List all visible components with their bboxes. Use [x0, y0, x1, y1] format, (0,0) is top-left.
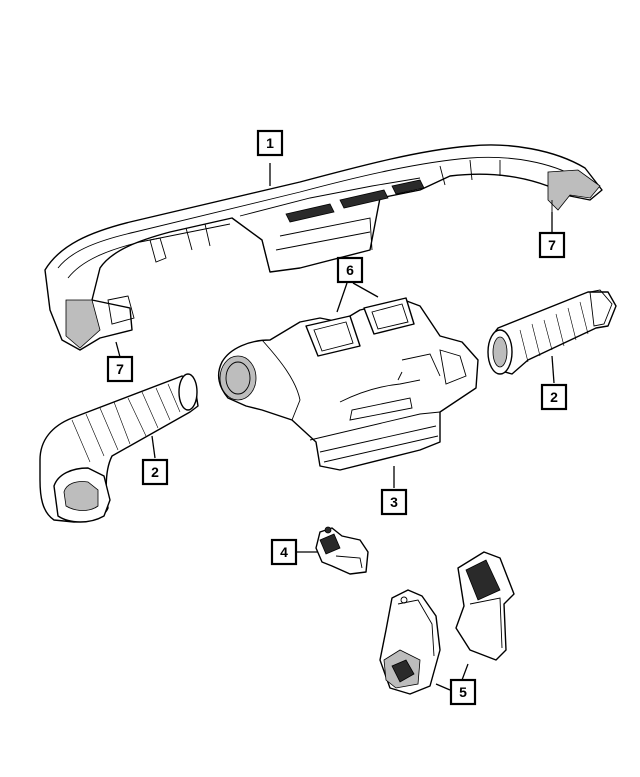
callout-1-label: 1 — [266, 135, 274, 151]
callout-4: 4 — [270, 538, 298, 566]
callout-5: 5 — [449, 678, 477, 706]
callout-4-label: 4 — [280, 544, 288, 560]
callout-5-label: 5 — [459, 684, 467, 700]
part-1-panel-duct — [44, 144, 603, 351]
part-3-center-duct — [217, 297, 479, 471]
callout-2-left: 2 — [141, 458, 169, 486]
callout-7-left-label: 7 — [116, 361, 124, 377]
callout-6: 6 — [336, 256, 364, 284]
part-5-lower-ducts — [379, 551, 515, 695]
callout-3-label: 3 — [390, 494, 398, 510]
callout-6-label: 6 — [346, 262, 354, 278]
leader-lines — [115, 163, 555, 691]
part-4-bracket — [315, 526, 369, 575]
callout-7-right: 7 — [538, 231, 566, 259]
part-6-outlets — [305, 297, 415, 357]
callout-2-left-label: 2 — [151, 464, 159, 480]
callout-7-left: 7 — [106, 355, 134, 383]
part-2-right-duct — [487, 289, 617, 375]
callout-2-right: 2 — [540, 383, 568, 411]
callout-2-right-label: 2 — [550, 389, 558, 405]
callout-7-right-label: 7 — [548, 237, 556, 253]
callout-1: 1 — [256, 129, 284, 157]
callout-3: 3 — [380, 488, 408, 516]
part-2-left-duct — [39, 373, 199, 523]
